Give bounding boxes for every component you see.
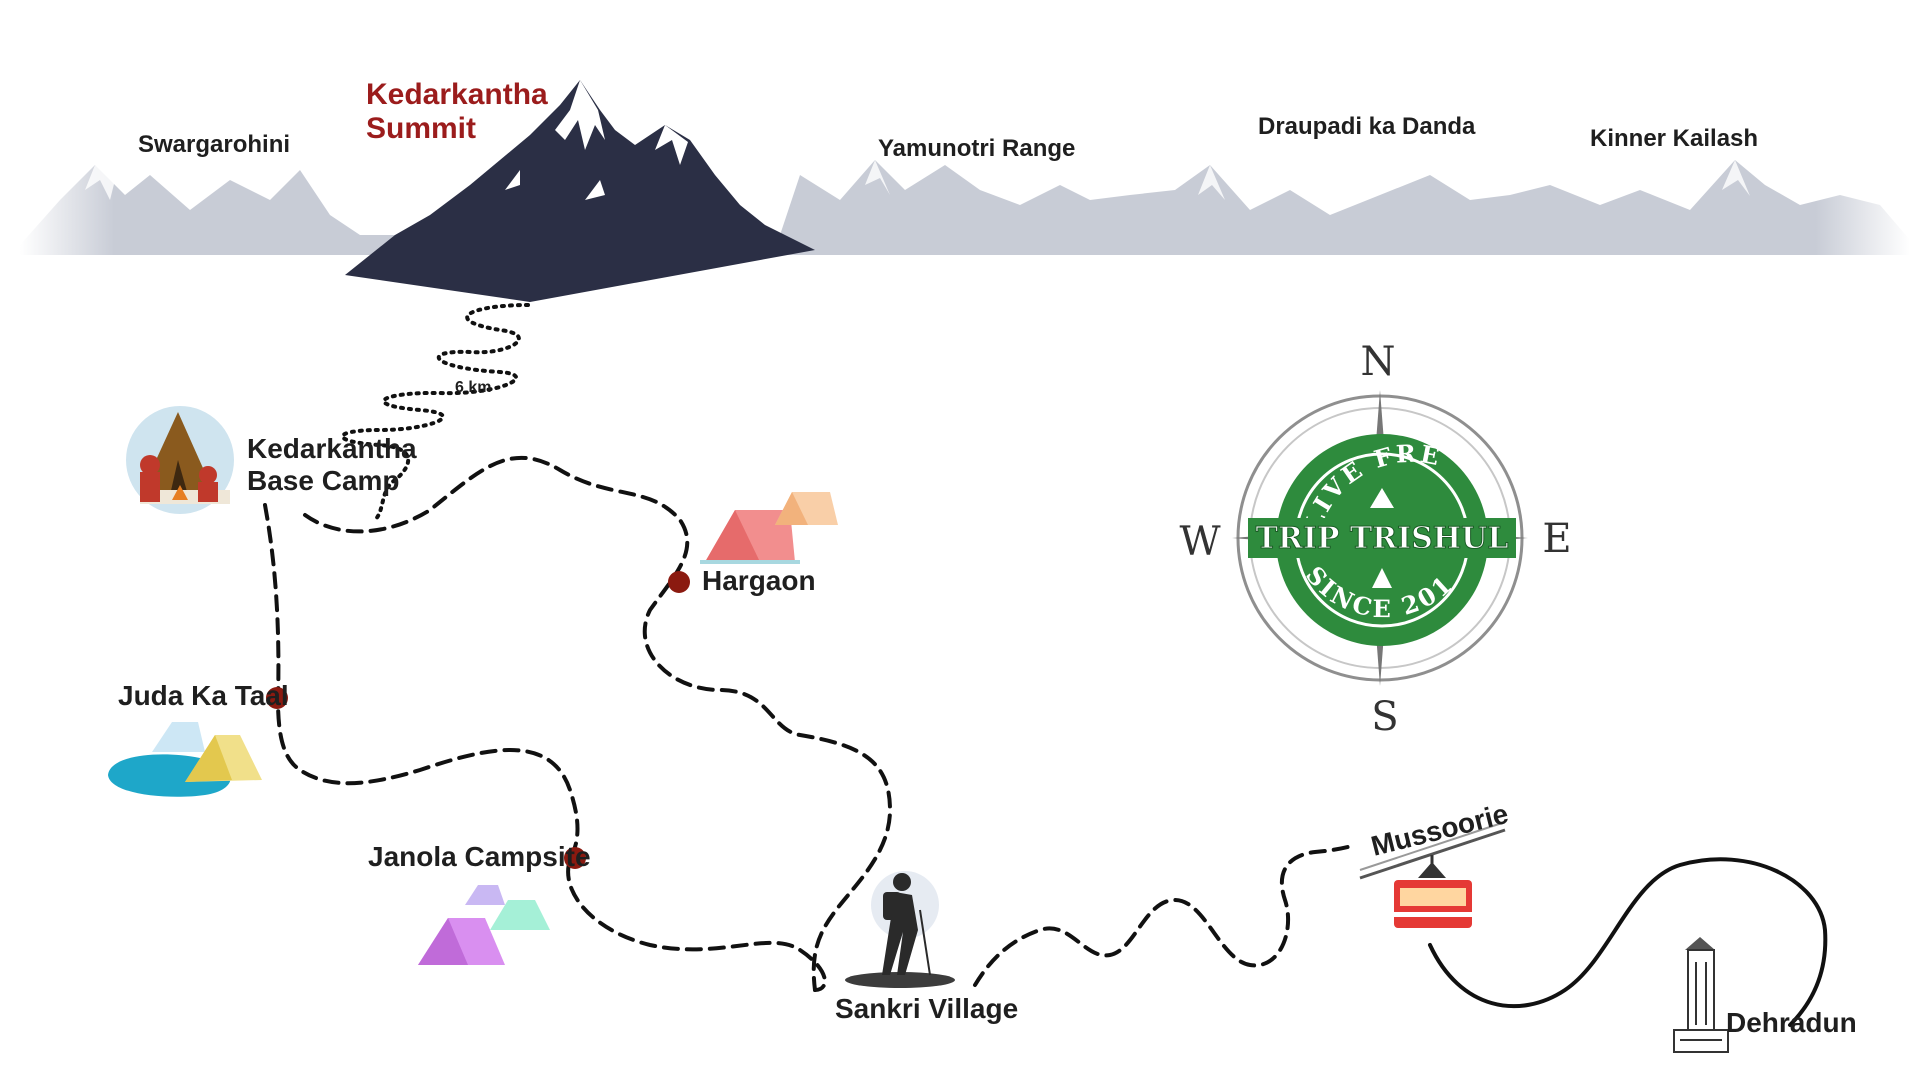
juda-ka-taal-lake-icon — [108, 722, 262, 797]
summit-distance-label: 6 km — [455, 379, 491, 396]
compass-south-label: S — [1371, 694, 1398, 740]
kedarkantha-peak — [345, 80, 815, 302]
mountain-range — [20, 160, 1910, 255]
badge-center-text: TRIP TRISHUL — [1256, 521, 1509, 556]
compass-east-label: E — [1542, 516, 1571, 562]
swargarohini-label: Swargarohini — [138, 131, 290, 158]
hargaon-tents-icon — [700, 492, 838, 564]
summit-label-line1: Kedarkantha — [366, 78, 548, 111]
base-camp-label-line2: Base Camp — [247, 465, 400, 496]
dehradun-clock-tower-icon — [1673, 937, 1729, 1053]
juda-ka-taal-marker[interactable] — [266, 687, 288, 709]
janola-campsite-label: Janola Campsite — [368, 841, 591, 872]
janola-tents-icon — [418, 885, 550, 965]
hargaon-marker[interactable] — [668, 571, 690, 593]
base-camp-label-line1: Kedarkantha — [247, 433, 417, 464]
hargaon-label: Hargaon — [702, 565, 816, 596]
summit-label-line2: Summit — [366, 112, 476, 145]
trek-route — [263, 455, 1828, 1027]
base-camp-illustration — [126, 406, 234, 514]
compass-west-label: W — [1179, 519, 1220, 565]
dehradun-label: Dehradun — [1726, 1007, 1857, 1038]
compass-north-label: N — [1361, 339, 1396, 385]
juda-ka-taal-label: Juda Ka Taal — [118, 680, 289, 711]
tent-icon — [1370, 488, 1394, 508]
janola-campsite-marker[interactable] — [564, 847, 586, 869]
draupadi-ka-danda-label: Draupadi ka Danda — [1258, 113, 1476, 140]
yamunotri-range-label: Yamunotri Range — [878, 135, 1075, 162]
campfire-icon — [1372, 568, 1392, 588]
sankri-village-label: Sankri Village — [835, 993, 1018, 1024]
hiker-icon — [845, 871, 955, 988]
summit-trail — [340, 303, 530, 522]
kinner-kailash-label: Kinner Kailash — [1590, 125, 1758, 152]
mussoorie-ropeway-icon — [1359, 821, 1506, 928]
